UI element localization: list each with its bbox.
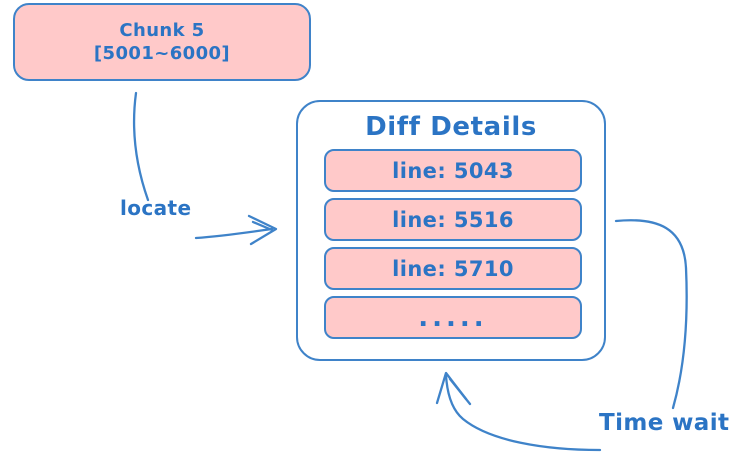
time-wait-return-arrow-icon [435, 371, 602, 452]
time-wait-out-curve [614, 219, 688, 410]
locate-right-arrow-icon [194, 214, 278, 246]
diff-row-line-5516: line: 5516 [324, 198, 582, 241]
diff-row-line-5043: line: 5043 [324, 149, 582, 192]
chunk-node-range: [5001~6000] [93, 43, 231, 64]
chunk-node: Chunk 5 [5001~6000] [13, 3, 311, 81]
chunk-node-title: Chunk 5 [119, 20, 205, 41]
chunk-connector-line [132, 91, 150, 202]
time-wait-label: Time wait [599, 410, 730, 436]
diff-row-ellipsis: ..... [324, 296, 582, 339]
diff-row-line-5710: line: 5710 [324, 247, 582, 290]
diff-rows-list: line: 5043 line: 5516 line: 5710 ..... [324, 149, 582, 339]
diff-details-title: Diff Details [365, 112, 537, 142]
locate-label: locate [120, 196, 192, 220]
diff-details-panel: Diff Details line: 5043 line: 5516 line:… [296, 100, 606, 361]
